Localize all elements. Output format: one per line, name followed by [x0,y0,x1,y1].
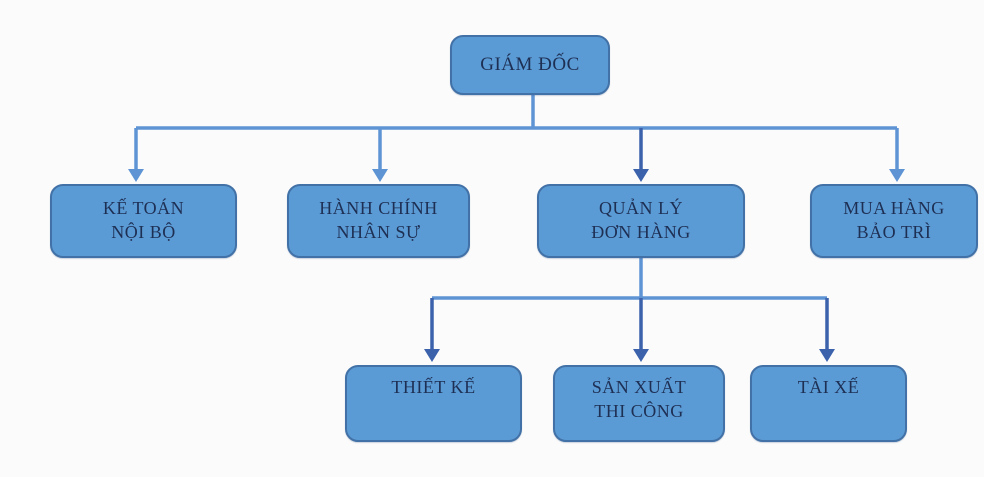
tier1-connectors [134,95,899,300]
arrowhead-accounting [128,169,144,182]
node-design-label: THIẾT KẾ [391,377,476,397]
arrowhead-production [633,349,649,362]
node-purchasing-maintenance-label: MUA HÀNG BẢO TRÌ [843,198,945,242]
node-driver: TÀI XẾ [750,365,907,442]
node-accounting: KẾ TOÁN NỘI BỘ [50,184,237,258]
arrowhead-driver [819,349,835,362]
node-admin-hr: HÀNH CHÍNH NHÂN SỰ [287,184,470,258]
node-purchasing-maintenance: MUA HÀNG BẢO TRÌ [810,184,978,258]
node-admin-hr-label: HÀNH CHÍNH NHÂN SỰ [319,198,438,242]
tier2-connectors [430,128,829,351]
node-director-label: GIÁM ĐỐC [480,54,580,76]
node-design: THIẾT KẾ [345,365,522,442]
node-order-management: QUẢN LÝ ĐƠN HÀNG [537,184,745,258]
arrowhead-admin-hr [372,169,388,182]
arrowhead-purchasing [889,169,905,182]
node-director: GIÁM ĐỐC [450,35,610,95]
tier1-arrowheads [128,169,905,182]
node-order-management-label: QUẢN LÝ ĐƠN HÀNG [591,198,691,242]
node-driver-label: TÀI XẾ [797,377,860,397]
tier2-arrowheads [424,169,835,362]
arrowhead-design [424,349,440,362]
arrowhead-order-management [633,169,649,182]
node-production-construction-label: SẢN XUẤT THI CÔNG [591,377,687,421]
node-production-construction: SẢN XUẤT THI CÔNG [553,365,725,442]
node-accounting-label: KẾ TOÁN NỘI BỘ [102,198,185,242]
